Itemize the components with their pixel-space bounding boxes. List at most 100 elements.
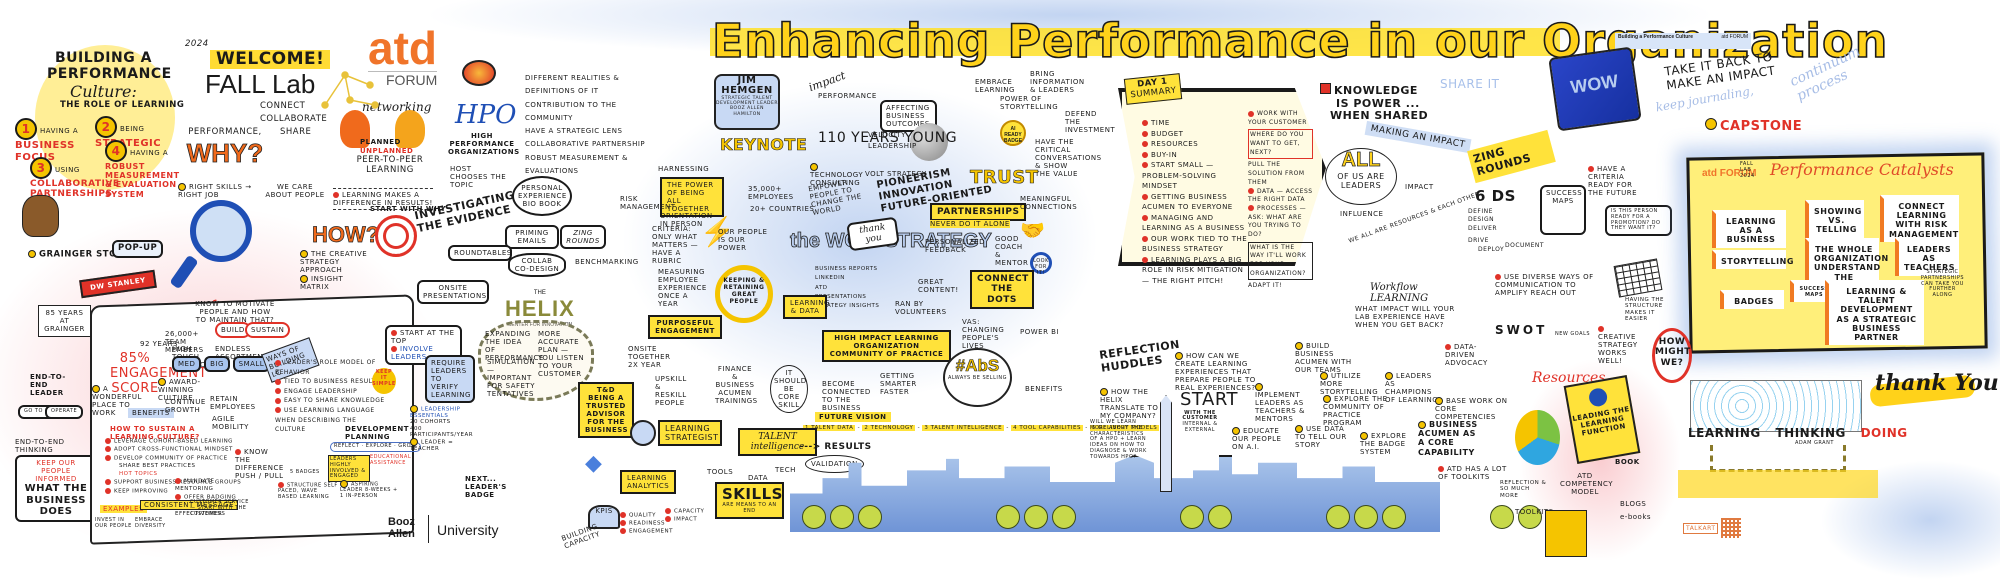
bubble-bio-book: PERSONAL EXPERIENCE BIO BOOK — [512, 176, 572, 217]
right-skills-right-job: RIGHT SKILLS → RIGHT JOB — [178, 183, 252, 200]
ways-item: TIED TO BUSINESS RESULTS — [275, 377, 385, 387]
become-connected: BECOME CONNECTED TO THE BUSINESS — [822, 380, 871, 413]
know-difference: KNOW THE DIFFERENCE PUSH / PULL — [235, 448, 284, 481]
welcome-section: 2024 WELCOME! FALL Lab CONNECT COLLABORA… — [185, 39, 335, 139]
huddle-item: EXPLORE THE BADGE SYSTEM — [1360, 432, 1420, 456]
day1-item: ADAPT IT! — [1248, 282, 1283, 290]
cycle-thinking: THINKING — [1775, 426, 1846, 440]
ai-ready-badge: AI READY BADGE — [1000, 120, 1026, 146]
d-item: DEFINE — [1468, 208, 1493, 215]
scribble-boxes — [1690, 380, 1862, 432]
vision-items: 1 TALENT DATA - 2 TECHNOLOGY - 3 TALENT … — [803, 425, 1160, 431]
connect-dots: CONNECT THE DOTS — [970, 270, 1034, 310]
atd-toolkits: ATD HAS A LOT OF TOOLKITS — [1438, 465, 1507, 482]
years-grainger: 85 YEARS AT GRAINGER — [38, 305, 91, 338]
wow-item: ATD — [815, 284, 828, 291]
booz-allen-logo: Booz Allen — [388, 516, 415, 540]
aspiring-leader: ASPIRING LEADER 8-WEEKS + 1 IN-PERSON — [340, 480, 400, 500]
huddle-item: USE DATA TO TELL OUR STORY — [1295, 425, 1350, 449]
number-1-icon: 1 — [15, 118, 37, 140]
speaker-name: JIM HEMGEN — [721, 75, 773, 96]
volt-strategy: VOLT STRATEGY — [865, 170, 927, 178]
abs-cloud: #AbS ALWAYS BE SELLING — [943, 348, 1012, 407]
hpo-full: HIGH PERFORMANCE ORGANIZATIONS — [448, 132, 520, 157]
kpi-item: READINESS — [620, 520, 673, 528]
lab-question: WHAT IMPACT WILL YOUR LAB EXPERIENCE HAV… — [1355, 305, 1455, 330]
strategist-avatar-icon — [630, 420, 656, 446]
wow-items: BUSINESS REPORTS LINKEDIN ATD PRESENTATI… — [815, 265, 879, 312]
capstone-brand: atd FORUM — [1702, 168, 1757, 179]
cycle-doing: DOING — [1860, 426, 1908, 440]
use-diverse: USE DIVERSE WAYS OF COMMUNICATION TO AMP… — [1495, 273, 1594, 298]
sustain-item: MANDATE MENTORING — [175, 478, 255, 494]
day1-item: PROCESSES — ASK: WHAT ARE YOU TRYING TO … — [1248, 205, 1313, 240]
welcome-heading: WELCOME! — [210, 49, 331, 70]
lightning-icon: ⚡ — [700, 216, 736, 248]
vision-item: 1 TALENT DATA — [803, 425, 856, 431]
ways-item: USE LEARNING LANGUAGE WHEN DESCRIBING TH… — [275, 406, 385, 435]
invest-people: INVEST IN OUR PEOPLE — [95, 517, 132, 529]
culture-title-1: BUILDING a — [55, 50, 152, 66]
reflection-more: REFLECTION & SO MUCH MORE — [1500, 480, 1547, 499]
hpo-host: HOST CHOOSES THE TOPIC — [450, 165, 507, 190]
washington-monument-icon — [1160, 395, 1172, 492]
popup-sign: POP-UP — [112, 240, 164, 258]
cycle-highlight — [1678, 470, 1878, 498]
future-vision: FUTURE VISION — [815, 412, 891, 423]
sustain-item: DEVELOP COMMUNITY OF PRACTICE — [105, 455, 245, 463]
day1-item: PULL THE SOLUTION from THEM — [1248, 161, 1305, 186]
build-pill: BUILD — [215, 322, 251, 339]
affecting-outcomes: AFFECTING BUSINESS OUTCOMES — [880, 100, 937, 133]
great-content: GREAT CONTENT! — [918, 278, 959, 295]
day1-item: WHERE DO YOU WANT TO GET, NEXT? — [1248, 129, 1313, 160]
huddle-item: HOW THE HELIX TRANSLATE TO MY COMPANY? — [1100, 388, 1159, 421]
journal-header-strip: Building a Performance Culture atd FORUM — [1615, 33, 1751, 49]
ways-item: ENGAGE LEADERSHIP — [275, 387, 385, 397]
vision-item: 3 TALENT INTELLIGENCE — [922, 425, 1005, 431]
huddle-item: HOW CAN WE CREATE LEARNING EXPERIENCES T… — [1175, 352, 1270, 392]
catalyst-card: LEARNING & TALENT DEVELOPMENT AS A STRAT… — [1825, 280, 1924, 346]
good-coach: GOOD COACH & MENTOR — [995, 235, 1029, 268]
sustain-pill: SUSTAIN — [245, 322, 291, 339]
huddle-item: BUSINESS ACUMEN AS A CORE CAPABILITY — [1418, 420, 1478, 457]
ways-item: EASY TO SHARE KNOWLEDGE — [275, 396, 385, 406]
how-might-we: HOW MIGHT WE? — [1652, 328, 1692, 383]
keeping-retaining-badge: KEEPING & RETAINING GREAT PEOPLE — [715, 265, 773, 323]
volunteers: RAN BY VOLUNTEERS — [895, 300, 947, 317]
customer-service: CUSTOMER SERVICE — START WITH THE CUSTOM… — [190, 499, 249, 517]
having-structure: HAVING THE STRUCTURE MAKES IT EASIER — [1625, 297, 1665, 322]
sustain-item: OFFER BADGING — [175, 494, 255, 502]
d-item: DESIGN — [1468, 216, 1495, 224]
award-culture: AWARD-WINNING CULTURE — [158, 378, 218, 402]
start-with-why-target-icon — [375, 215, 417, 257]
all-leaders-cloud: ALL of US ARE LEADERS — [1325, 148, 1397, 205]
catalyst-card: LEADERS AS TEACHERS — [1895, 238, 1959, 276]
onsite-together: ONSITE TOGETHER 2x Year — [628, 345, 671, 370]
speaker-card: JIM HEMGEN STRATEGIC TALENT DEVELOPMENT … — [714, 74, 780, 130]
qr-code-icon — [1720, 518, 1741, 538]
storytelling: POWER OF STORYTELLING — [1000, 95, 1059, 112]
book-cover: LEADING THE LEARNING FUNCTION — [1563, 375, 1641, 464]
leaders-involved: LEADERS HIGHLY INVOLVED & ENGAGED — [328, 455, 370, 482]
consistent-message: CONSISTENT MESSAGE — [140, 500, 239, 511]
toolkit-book-icon — [1545, 510, 1587, 557]
ways-building-list: LEADER'S ROLE MODEL OF BEHAVIOR TIED TO … — [275, 358, 385, 435]
continue-growth: CONTINUE GROWTH — [165, 398, 206, 415]
hpo-item: COLLABORATIVE PARTNERSHIP — [525, 140, 646, 149]
hilo-community: HIGH IMPACT LEARNING ORGANIZATION COMMUN… — [822, 330, 951, 363]
cycle-return-arrow — [1710, 445, 1846, 472]
tech-consulting: TECHNOLOGY CONSULTING — [810, 163, 863, 187]
retain-employees: RETAIN EMPLOYEES — [210, 395, 256, 412]
success-maps-doc: SUCCESS MAPS — [1540, 185, 1586, 235]
d-item: DELIVER — [1468, 224, 1498, 232]
hpo-item: CONTRIBUTION TO THE COMMUNITY — [525, 100, 617, 122]
zing-rounds-banner: ZING ROUNDS — [1467, 129, 1556, 184]
day1-item: TIME — [1142, 118, 1252, 129]
wonderful-place: A WONDERFUL PLACE TO WORK — [92, 385, 152, 417]
thank-you-text: thank You — [1875, 370, 1999, 396]
hpo-item: HAVE A STRATEGIC LENS — [525, 127, 623, 136]
learning-data-sign: Learning & DATA — [783, 295, 829, 320]
talent-intelligence: TALENT intelligence — [738, 428, 817, 456]
critical-conversations: HAVE THE CRITICAL CONVERSATIONS & SHOW T… — [1035, 138, 1102, 179]
hpo-item: ROBUST MEASUREMENT & EVALUATIONS — [525, 153, 629, 176]
